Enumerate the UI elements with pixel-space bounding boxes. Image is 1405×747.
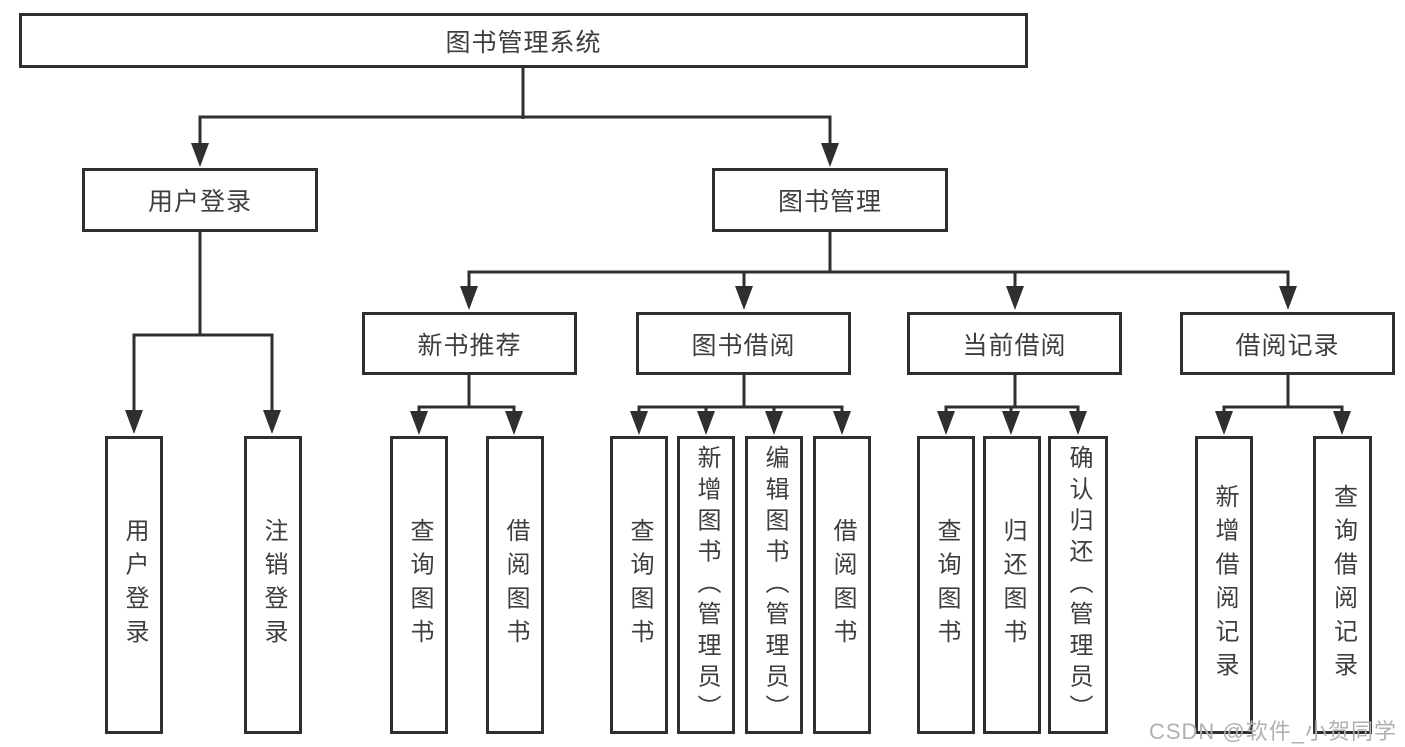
- leaf-label: 新增借阅记录: [1211, 484, 1238, 686]
- arrowhead: [1069, 411, 1087, 435]
- node-new-book-recommend: 新书推荐: [362, 312, 577, 375]
- leaf-search-borrow-record: 查询借阅记录: [1313, 436, 1372, 734]
- leaf-add-borrow-record: 新增借阅记录: [1195, 436, 1253, 734]
- arrowhead: [833, 411, 851, 435]
- leaf-borrow-books-borrowing: 借阅图书: [813, 436, 871, 734]
- leaf-return-books: 归还图书: [983, 436, 1041, 734]
- arrowhead: [460, 286, 478, 310]
- leaf-label: 用户登录: [121, 517, 148, 653]
- arrowhead: [125, 410, 143, 434]
- node-book-borrowing: 图书借阅: [636, 312, 851, 375]
- arrowhead: [1279, 286, 1297, 310]
- connector-currentborrow-to-leaves: [944, 375, 1080, 414]
- arrowhead: [630, 411, 648, 435]
- connector-borrowrecord-to-leaves: [1222, 375, 1344, 414]
- leaf-search-books-current: 查询图书: [917, 436, 975, 734]
- leaf-search-books-recommend: 查询图书: [390, 436, 448, 734]
- arrowhead: [263, 410, 281, 434]
- node-label: 借阅记录: [1235, 331, 1340, 360]
- leaf-label: 新增图书（管理员）: [693, 444, 720, 726]
- leaf-user-login: 用户登录: [105, 436, 163, 734]
- arrowhead: [821, 143, 839, 167]
- connector-root-to-level2: [198, 68, 832, 150]
- leaf-logout-login: 注销登录: [244, 436, 302, 734]
- connector-bookmgmt-to-level3: [467, 232, 1290, 296]
- leaf-label: 编辑图书（管理员）: [761, 444, 788, 726]
- node-label: 新书推荐: [417, 331, 522, 360]
- arrowhead: [1215, 411, 1233, 435]
- arrowhead: [1002, 411, 1020, 435]
- leaf-label: 注销登录: [260, 517, 287, 653]
- arrowhead: [505, 411, 523, 435]
- arrowhead: [1333, 411, 1351, 435]
- leaf-confirm-return-admin: 确认归还（管理员）: [1048, 436, 1108, 734]
- leaf-label: 借阅图书: [502, 517, 529, 653]
- node-label: 图书借阅: [691, 331, 796, 360]
- arrowhead: [735, 286, 753, 310]
- leaf-borrow-books-recommend: 借阅图书: [486, 436, 544, 734]
- node-label: 图书管理系统: [445, 28, 602, 57]
- arrowhead: [410, 411, 428, 435]
- leaf-label: 查询图书: [626, 517, 653, 653]
- arrowhead: [697, 411, 715, 435]
- node-user-login: 用户登录: [82, 168, 318, 232]
- leaf-label: 确认归还（管理员）: [1065, 444, 1092, 726]
- leaf-label: 借阅图书: [829, 517, 856, 653]
- leaf-label: 归还图书: [999, 517, 1026, 653]
- node-library-system: 图书管理系统: [19, 13, 1028, 68]
- leaf-search-books-borrowing: 查询图书: [610, 436, 668, 734]
- node-label: 当前借阅: [962, 331, 1067, 360]
- arrowhead: [1006, 286, 1024, 310]
- leaf-label: 查询图书: [933, 517, 960, 653]
- leaf-add-book-admin: 新增图书（管理员）: [677, 436, 735, 734]
- connector-newbook-to-leaves: [417, 375, 516, 414]
- leaf-label: 查询图书: [406, 517, 433, 653]
- node-book-management: 图书管理: [712, 168, 948, 232]
- node-current-borrowing: 当前借阅: [907, 312, 1122, 375]
- node-label: 图书管理: [777, 188, 882, 216]
- csdn-watermark: CSDN @软件_小贺同学: [1148, 719, 1397, 744]
- arrowhead: [937, 411, 955, 435]
- arrowheads: [125, 143, 1351, 435]
- leaf-label: 查询借阅记录: [1329, 484, 1357, 686]
- connector-bookborrow-to-leaves: [637, 375, 844, 414]
- node-label: 用户登录: [147, 188, 252, 216]
- arrowhead: [765, 411, 783, 435]
- leaf-edit-book-admin: 编辑图书（管理员）: [745, 436, 803, 734]
- connector-userlogin-to-leaves: [132, 232, 274, 414]
- arrowhead: [191, 143, 209, 167]
- node-borrowing-records: 借阅记录: [1180, 312, 1395, 375]
